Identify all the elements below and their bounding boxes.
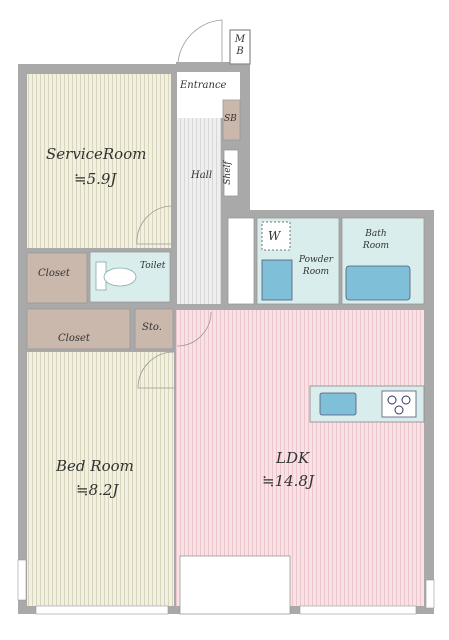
closet-upper-fill [26, 252, 88, 304]
washer-label: W [268, 229, 281, 243]
powder-room-label-1: Powder [298, 255, 334, 265]
balcony-opening [179, 555, 291, 615]
window-bottom-right [299, 605, 417, 615]
service-room-size: ≒5.9J [74, 170, 117, 188]
burner-icon [394, 405, 404, 415]
ldk-label: LDK [276, 449, 310, 467]
wash-basin [261, 259, 293, 301]
washer-nook [227, 217, 255, 305]
meter-box [229, 29, 251, 65]
service-room-door [136, 205, 172, 245]
ldk-door [176, 311, 212, 347]
window-bottom-left [35, 605, 169, 615]
burner-icon [387, 395, 397, 405]
burner-icon [401, 395, 411, 405]
bath-room-label-1: Bath [365, 229, 387, 239]
shelf-label: Shelf [222, 161, 233, 185]
window-right-wall [425, 579, 435, 609]
washer-space [261, 221, 291, 251]
mb-label: M B [234, 34, 246, 57]
bed-room-door [137, 351, 175, 389]
toilet-bowl [103, 267, 137, 287]
shoe-box [222, 99, 241, 141]
ldk-size: ≒14.8J [262, 472, 314, 490]
powder-room-label-2: Room [302, 267, 330, 277]
shelf [223, 149, 239, 197]
kitchen-sink [319, 392, 357, 416]
entrance-door [177, 19, 223, 63]
window-left-wall [17, 559, 27, 601]
closet-lower-label: Closet [58, 333, 90, 344]
bed-room-size: ≒8.2J [76, 481, 119, 499]
sb-label: SB [224, 114, 237, 124]
entrance-label: Entrance [180, 80, 227, 91]
bath-room-label-2: Room [362, 241, 390, 251]
bathtub [345, 265, 411, 301]
stove [381, 390, 417, 418]
bed-room-floor [27, 352, 174, 606]
closet-lower-fill [26, 308, 131, 350]
closet-upper-label: Closet [38, 268, 70, 279]
hall-floor [177, 118, 221, 304]
ldk-floor [176, 310, 424, 606]
storage-label: Sto. [142, 322, 162, 333]
hall-label: Hall [191, 170, 213, 181]
service-room-floor [27, 74, 171, 248]
toilet-label: Toilet [140, 261, 166, 271]
service-room-label: ServiceRoom [46, 145, 147, 163]
bed-room-label: Bed Room [56, 457, 134, 475]
storage-fill [134, 308, 174, 350]
